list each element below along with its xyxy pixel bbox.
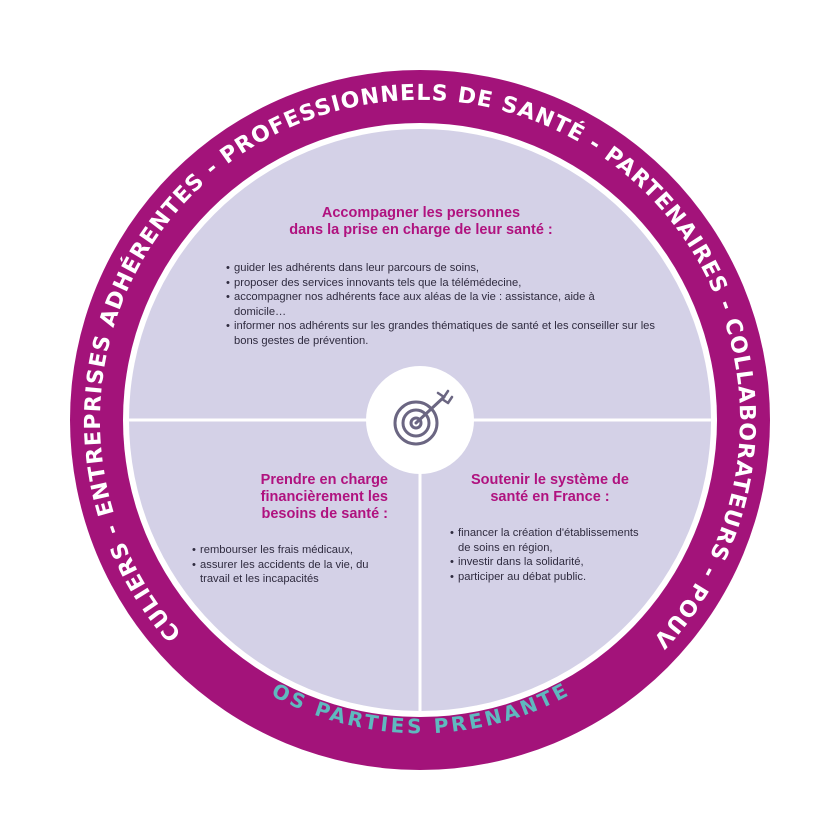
panel-left-title-line: Prendre en charge	[260, 472, 388, 488]
panel-health-system: Soutenir le système de santé en France :…	[450, 472, 660, 584]
panel-left-title-line: besoins de santé :	[261, 506, 388, 522]
panel-left-list: rembourser les frais médicaux, assurer l…	[192, 543, 397, 587]
list-item: accompagner nos adhérents face aux aléas…	[226, 290, 644, 319]
list-item: guider les adhérents dans leur parcours …	[226, 261, 676, 276]
list-item: rembourser les frais médicaux,	[192, 543, 397, 558]
panel-top-title: Accompagner les personnes dans la prise …	[226, 205, 616, 239]
panel-financial-support: Prendre en charge financièrement les bes…	[192, 472, 397, 587]
list-item: financer la création d'établissements de…	[450, 526, 648, 555]
panel-support-people: Accompagner les personnes dans la prise …	[226, 205, 676, 348]
list-item: assurer les accidents de la vie, du trav…	[192, 558, 397, 587]
target-arrow-icon	[366, 366, 474, 474]
list-item: informer nos adhérents sur les grandes t…	[226, 319, 676, 348]
panel-left-title-line: financièrement les	[260, 489, 388, 505]
panel-top-title-line: Accompagner les personnes	[321, 205, 521, 221]
panel-top-list: guider les adhérents dans leur parcours …	[226, 261, 676, 348]
panel-right-title-line: Soutenir le système de	[471, 472, 629, 488]
panel-left-title: Prendre en charge financièrement les bes…	[192, 472, 388, 523]
panel-top-title-line: dans la prise en charge de leur santé :	[289, 222, 553, 238]
list-item: participer au débat public.	[450, 570, 660, 585]
panel-right-title-line: santé en France :	[490, 489, 610, 505]
panel-right-title: Soutenir le système de santé en France :	[450, 472, 650, 506]
list-item: investir dans la solidarité,	[450, 555, 660, 570]
list-item: proposer des services innovants tels que…	[226, 276, 676, 291]
panel-right-list: financer la création d'établissements de…	[450, 526, 660, 584]
